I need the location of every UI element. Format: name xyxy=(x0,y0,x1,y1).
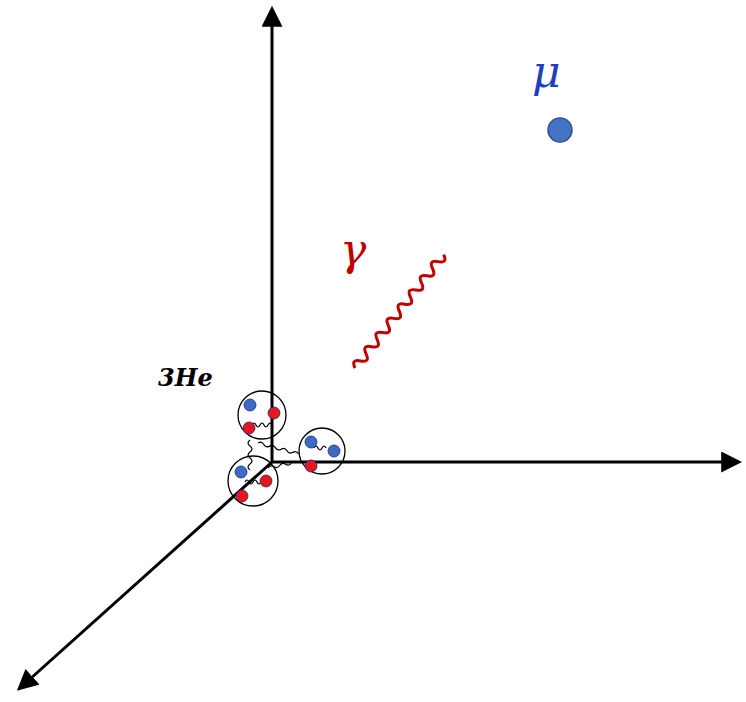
nucleon-circles xyxy=(228,391,345,506)
nucleus-label: 3He xyxy=(158,366,213,390)
quark-dots xyxy=(235,399,340,502)
muon-dot xyxy=(548,118,572,142)
gluon-lines xyxy=(245,423,326,484)
muon-label: μ xyxy=(532,50,561,94)
photon-label: γ xyxy=(340,228,366,272)
y-axis xyxy=(20,462,272,688)
